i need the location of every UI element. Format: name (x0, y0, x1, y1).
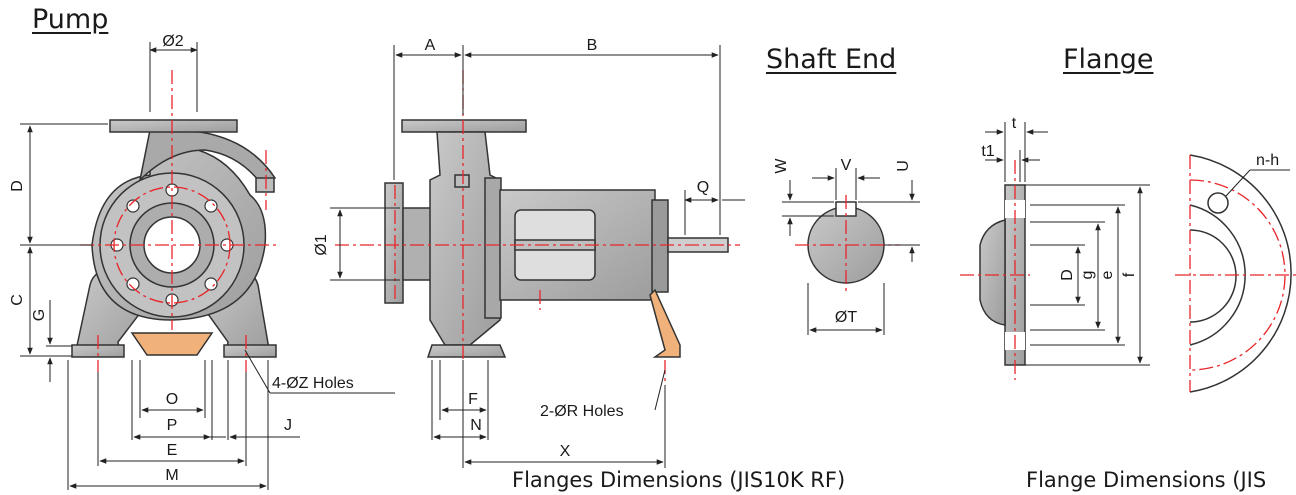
base-plate (130, 332, 214, 356)
shaft-centerlines (795, 195, 900, 295)
flange-section-view (979, 184, 1026, 366)
shaft-labels: W V U ØT (773, 157, 912, 326)
vent-boss (255, 177, 275, 193)
drain-boss (454, 174, 470, 188)
label-dim-E: E (167, 442, 178, 459)
label-dim-t: t (1012, 115, 1017, 132)
outlet-flange (109, 119, 238, 133)
side-foot (426, 344, 507, 358)
label-dim-U: U (895, 160, 912, 172)
label-dim-g: g (1079, 271, 1096, 280)
label-dim-A: A (425, 37, 436, 54)
seal-cover (651, 199, 669, 293)
label-dim-D: D (9, 180, 26, 192)
casing-cover (484, 177, 502, 319)
label-dim-V: V (841, 157, 852, 174)
label-inlet-diameter: Ø1 (313, 234, 330, 255)
label-dim-W: W (773, 158, 790, 174)
label-shaft-diameter: ØT (835, 309, 857, 326)
flanges-dimensions-caption: Flanges Dimensions (JIS10K RF) (512, 468, 846, 492)
front-dimensions (20, 42, 395, 490)
front-centerlines (80, 70, 280, 372)
label-dim-e: e (1099, 270, 1116, 279)
side-dimensions (330, 45, 745, 468)
label-2-holes: 2-ØR Holes (540, 403, 624, 420)
side-view (384, 119, 729, 358)
flange-labels: t t1 D g e f n-h (981, 115, 1279, 281)
label-dim-C: C (9, 294, 26, 306)
support-foot (649, 288, 681, 358)
flange-outer-arc (1189, 154, 1292, 393)
label-dim-O: O (166, 391, 178, 408)
front-labels: Ø2 D C G O P E M J 4-ØZ Holes (9, 33, 354, 484)
label-bolt-note: n-h (1256, 152, 1279, 169)
flange-centerlines (960, 155, 1296, 392)
flange-bolt-hole (1207, 192, 1229, 214)
label-flange-D: D (1059, 269, 1076, 281)
label-dim-X: X (560, 443, 571, 460)
label-dim-Q: Q (697, 179, 709, 196)
right-foot-pad (223, 344, 277, 358)
pump-title: Pump (32, 4, 109, 35)
suction-nozzle (402, 207, 434, 281)
side-suction-flange (384, 182, 404, 304)
side-labels: A B Q Ø1 F N X 2-ØR Holes (313, 37, 709, 460)
label-dim-M: M (165, 467, 178, 484)
flange-hub (979, 219, 1006, 326)
label-dim-B: B (587, 37, 598, 54)
label-dim-F: F (468, 391, 478, 408)
side-outlet-flange (401, 119, 527, 133)
label-dim-f: f (1121, 272, 1138, 277)
label-outlet-diameter: Ø2 (162, 33, 183, 50)
flange-bore-arc (1189, 229, 1237, 323)
flange-face-view (1189, 154, 1292, 393)
flange-title: Flange (1063, 44, 1154, 75)
label-dim-P: P (167, 417, 178, 434)
label-4-holes: 4-ØZ Holes (272, 375, 354, 392)
side-centerlines (335, 70, 740, 385)
front-view (71, 119, 277, 358)
shaft-end-title: Shaft End (766, 44, 897, 75)
flange-dimensions (985, 122, 1290, 366)
label-dim-t1: t1 (981, 143, 994, 160)
label-dim-J: J (284, 417, 292, 434)
flange-dimensions-caption: Flange Dimensions (JIS (1026, 468, 1267, 492)
volute-outlet-neck (138, 129, 277, 186)
label-dim-G: G (31, 309, 48, 321)
label-dim-N: N (470, 417, 482, 434)
flange-bolt-gap-top (1005, 200, 1025, 218)
shaft-dimensions (782, 168, 920, 335)
